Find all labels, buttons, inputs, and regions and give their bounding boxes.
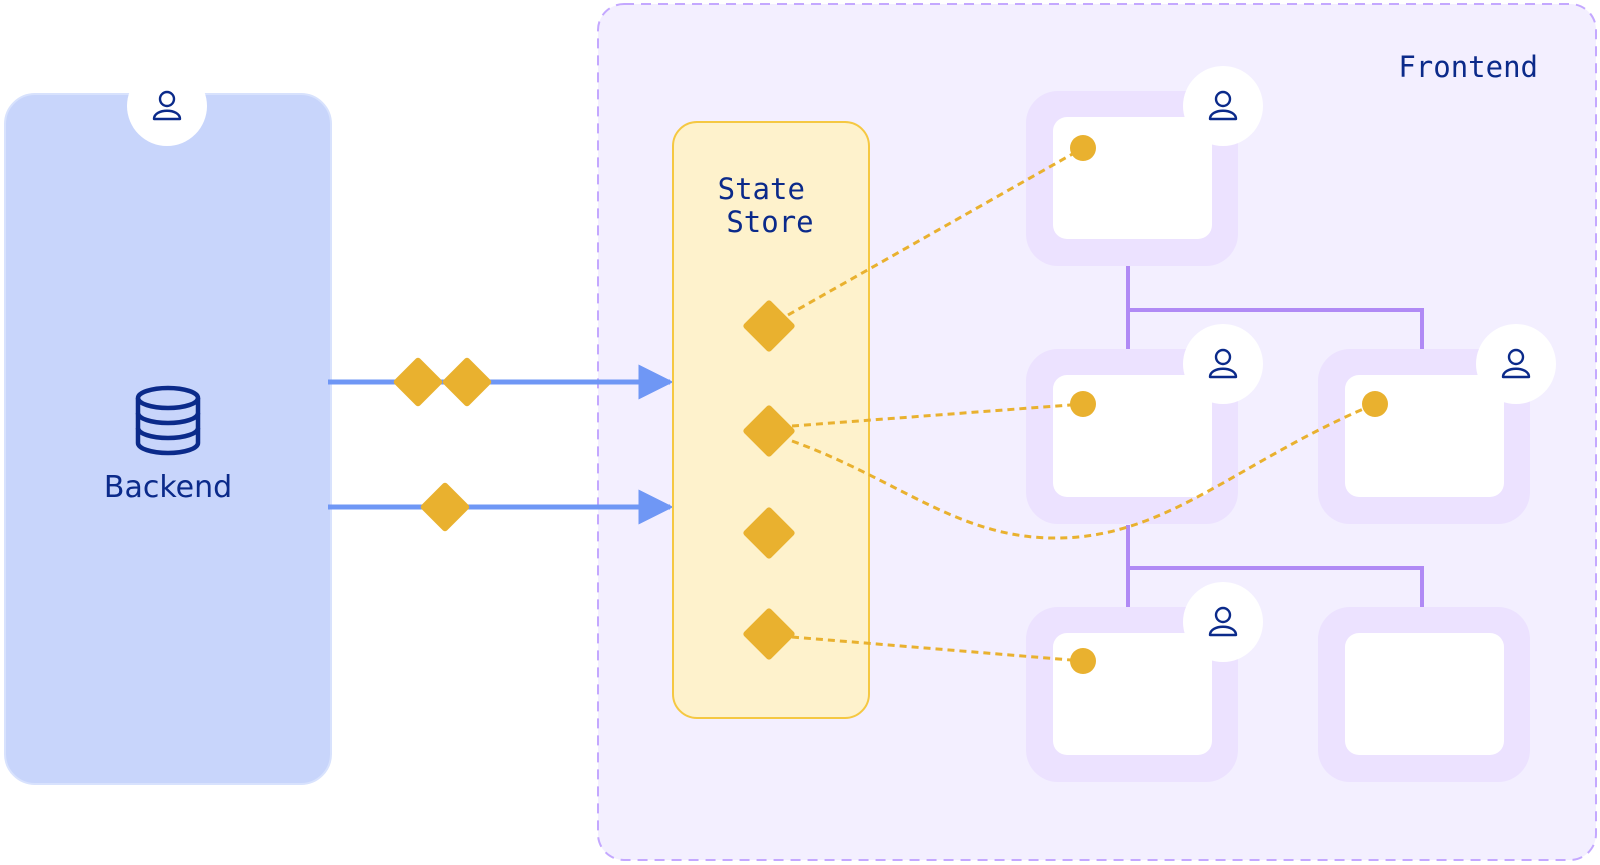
tree-connectors (1126, 266, 1424, 608)
component-node (1053, 117, 1212, 239)
subscription-dot (1070, 391, 1096, 417)
state-store-label-line1: State (718, 172, 805, 206)
state-store-label-line2: Store (726, 205, 813, 239)
database-icon (135, 385, 201, 456)
frontend-label: Frontend (1398, 50, 1538, 84)
store-token (743, 300, 795, 352)
subscription-dot (1070, 135, 1096, 161)
arrow-token (393, 357, 443, 407)
subscription-dot (1070, 648, 1096, 674)
store-token (743, 608, 795, 660)
store-token (743, 405, 795, 457)
arrow-token (442, 357, 492, 407)
subscription-dot (1362, 391, 1388, 417)
subscription-links (787, 146, 1376, 663)
store-token (743, 507, 795, 559)
component-node (1345, 633, 1504, 755)
state-store-label: State Store (718, 172, 823, 239)
arrow-token (420, 482, 470, 532)
backend-label: Backend (104, 470, 232, 505)
